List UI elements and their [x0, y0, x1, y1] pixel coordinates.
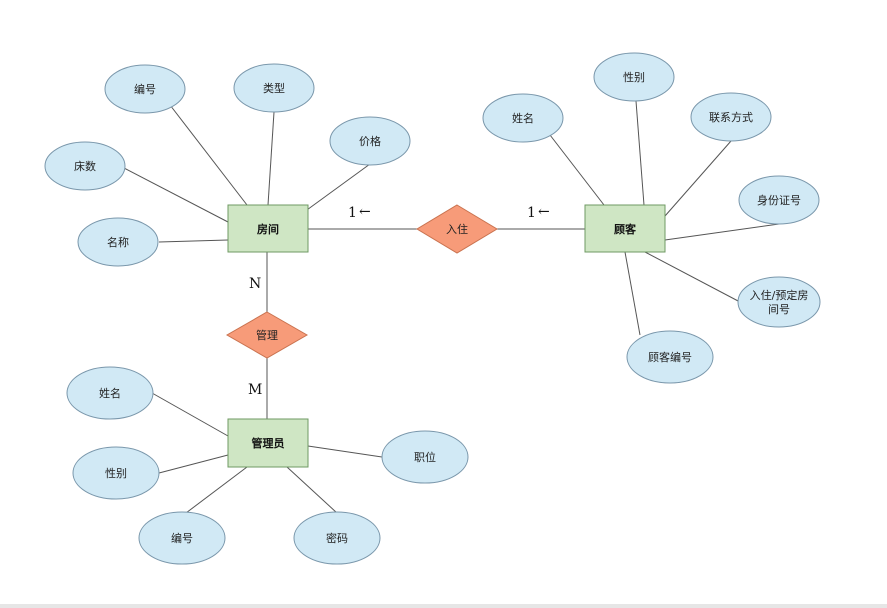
line-guest-name [549, 134, 605, 206]
cardinality-guest-stay: 1 [527, 205, 536, 221]
attribute-label: 职位 [414, 450, 436, 464]
attribute-label: 身份证号 [757, 193, 801, 207]
line-guest-contact [664, 140, 732, 217]
attribute-label: 名称 [107, 235, 129, 249]
attribute-guest-guestno: 顾客编号 [626, 330, 714, 384]
line-guest-roomno [644, 251, 741, 303]
connection-lines [123, 100, 780, 517]
attribute-room-id: 编号 [104, 64, 186, 114]
attribute-label: 联系方式 [709, 110, 753, 124]
cardinality-room-stay: 1 [348, 205, 357, 221]
attribute-label-line2: 间号 [768, 303, 790, 316]
line-room-name [158, 239, 229, 243]
attribute-room-type: 类型 [233, 63, 315, 113]
attribute-label: 密码 [326, 531, 348, 545]
cardinality-admin-manage: M [248, 382, 262, 398]
line-admin-id [181, 466, 248, 517]
line-guest-gender [635, 100, 645, 206]
attribute-label: 编号 [171, 531, 193, 545]
relationship-stay: 入住 [416, 204, 498, 254]
line-admin-gender [158, 454, 229, 474]
attribute-guest-contact: 联系方式 [690, 92, 772, 142]
attribute-guest-name: 姓名 [482, 93, 564, 143]
line-admin-password [286, 466, 338, 514]
attribute-label: 床数 [74, 159, 96, 173]
attribute-label: 性别 [105, 466, 127, 480]
relationship-label: 入住 [446, 222, 468, 236]
attribute-label: 价格 [359, 134, 381, 148]
attribute-room-name: 名称 [77, 217, 159, 267]
cardinality-arrow-icon: ← [538, 204, 550, 220]
attribute-guest-roomno: 入住/预定房 间号 [737, 276, 821, 328]
entity-label: 房间 [257, 222, 279, 236]
relationship-manage: 管理 [225, 311, 309, 359]
attribute-room-beds: 床数 [44, 141, 126, 191]
attribute-admin-id: 编号 [138, 511, 226, 565]
attribute-guest-idcard: 身份证号 [738, 175, 820, 225]
entity-label: 管理员 [252, 436, 285, 450]
line-room-id [169, 104, 248, 206]
attribute-room-price: 价格 [329, 116, 411, 166]
attribute-admin-gender: 性别 [72, 446, 160, 500]
line-guest-idcard [664, 223, 780, 241]
line-room-type [267, 111, 275, 206]
attribute-label: 姓名 [99, 386, 121, 400]
bottom-scroll-bar [0, 604, 887, 608]
entity-label: 顾客 [614, 222, 637, 236]
relationship-label: 管理 [256, 328, 278, 342]
attribute-label: 姓名 [512, 111, 534, 125]
line-admin-name [151, 392, 229, 437]
cardinality-arrow-icon: ← [359, 204, 371, 220]
line-room-price [299, 163, 371, 216]
attribute-admin-password: 密码 [293, 511, 381, 565]
line-admin-position [307, 445, 383, 458]
attribute-label: 顾客编号 [648, 350, 692, 364]
entity-guest: 顾客 [584, 204, 666, 253]
attribute-label: 类型 [263, 81, 285, 95]
line-room-beds [123, 167, 229, 223]
line-guest-guestno [624, 251, 641, 336]
attribute-admin-name: 姓名 [66, 366, 154, 420]
entity-admin: 管理员 [227, 418, 309, 468]
cardinality-room-manage: N [249, 276, 261, 292]
entity-room: 房间 [227, 204, 309, 253]
attribute-guest-gender: 性别 [593, 52, 675, 102]
attribute-label: 编号 [134, 82, 156, 96]
attribute-label: 入住/预定房 [750, 288, 809, 302]
attribute-admin-position: 职位 [381, 430, 469, 484]
attribute-label: 性别 [623, 70, 645, 84]
